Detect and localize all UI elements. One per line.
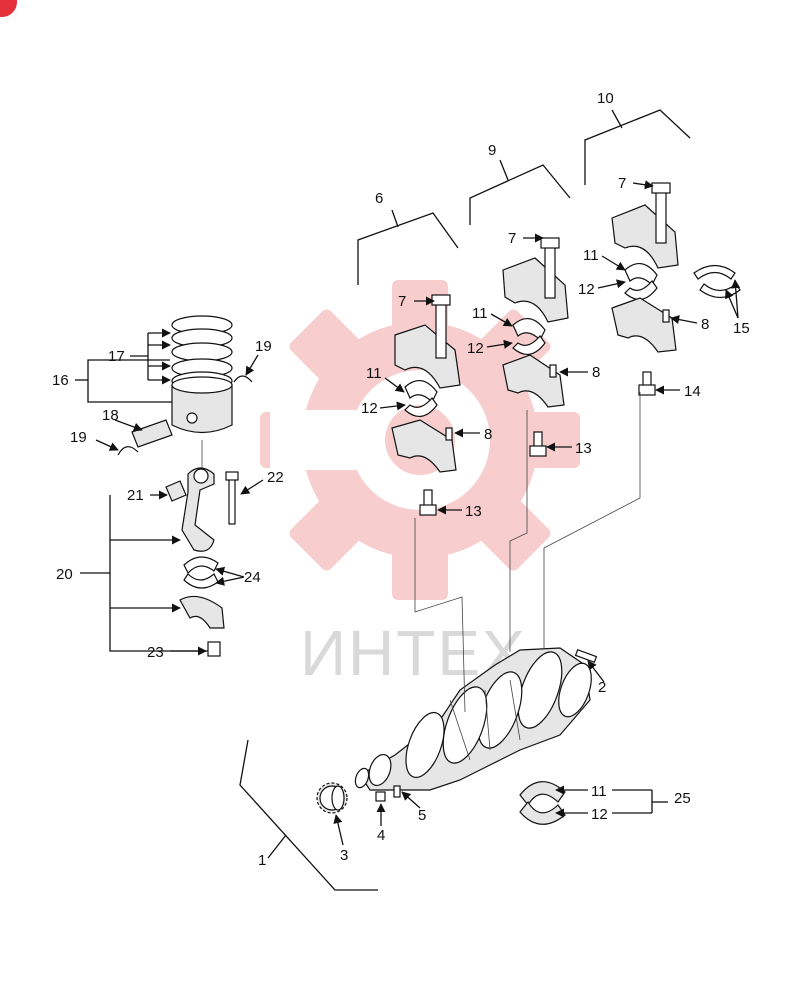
callout-7-group6: 7 <box>398 293 406 310</box>
callout-15: 15 <box>733 320 750 337</box>
callout-19-left: 19 <box>70 429 87 446</box>
callout-13-group9: 13 <box>575 440 592 457</box>
callout-7-group10: 7 <box>618 175 626 192</box>
callout-11-group10: 11 <box>583 247 599 264</box>
callout-16: 16 <box>52 372 69 389</box>
callout-10: 10 <box>597 90 614 107</box>
main-bearing-cap-10 <box>611 182 679 396</box>
pin-part <box>574 648 598 664</box>
callout-9: 9 <box>488 142 496 159</box>
callout-17: 17 <box>108 348 125 365</box>
callout-8-group6: 8 <box>484 426 492 443</box>
callout-20: 20 <box>56 566 73 583</box>
callout-22: 22 <box>267 469 284 486</box>
callout-3: 3 <box>340 847 348 864</box>
callout-12-group10: 12 <box>578 281 595 298</box>
rod-bolt <box>225 471 239 525</box>
snap-ring-right <box>233 375 253 383</box>
callout-arrows <box>95 180 741 846</box>
piston-pin <box>131 419 173 448</box>
callout-11-set25: 11 <box>591 783 607 800</box>
callout-12-set25: 12 <box>591 806 608 823</box>
callout-13-group6: 13 <box>465 503 482 520</box>
callout-8-group10: 8 <box>701 316 709 333</box>
callout-5: 5 <box>418 807 426 824</box>
assembly-paths <box>414 392 641 713</box>
callout-7-group9: 7 <box>508 230 516 247</box>
callout-25: 25 <box>674 790 691 807</box>
callout-24: 24 <box>244 569 261 586</box>
main-bearing-cap-6 <box>391 294 461 516</box>
callout-19-right: 19 <box>255 338 272 355</box>
rod-bearing-shells <box>183 556 219 589</box>
callout-21: 21 <box>127 487 144 504</box>
bearing-shells-25 <box>519 781 566 825</box>
callout-8-group9: 8 <box>592 364 600 381</box>
snap-ring-left <box>117 446 139 456</box>
piston <box>171 376 233 434</box>
timing-gear <box>316 782 348 814</box>
connecting-rod <box>165 467 215 552</box>
rod-nut <box>207 641 221 657</box>
key-part <box>375 791 386 802</box>
callout-12-group6: 12 <box>361 400 378 417</box>
callout-6: 6 <box>375 190 383 207</box>
piston-rings <box>171 315 233 391</box>
callout-2: 2 <box>598 679 606 696</box>
callout-12-group9: 12 <box>467 340 484 357</box>
crankshaft <box>354 647 592 791</box>
rod-cap <box>179 595 225 629</box>
dowel-part <box>393 785 401 798</box>
callout-11-group6: 11 <box>366 365 382 382</box>
callout-1: 1 <box>258 852 266 869</box>
callout-labels: 1 2 3 4 5 6 9 10 7 7 7 11 11 11 11 12 12… <box>52 90 750 869</box>
callout-4: 4 <box>377 827 385 844</box>
callout-23: 23 <box>147 644 164 661</box>
thrust-washers <box>693 264 741 299</box>
callout-18: 18 <box>102 407 119 424</box>
main-bearing-cap-9 <box>502 237 569 457</box>
corner-badge <box>0 0 17 17</box>
callout-11-group9: 11 <box>472 305 488 322</box>
callout-14: 14 <box>684 383 701 400</box>
